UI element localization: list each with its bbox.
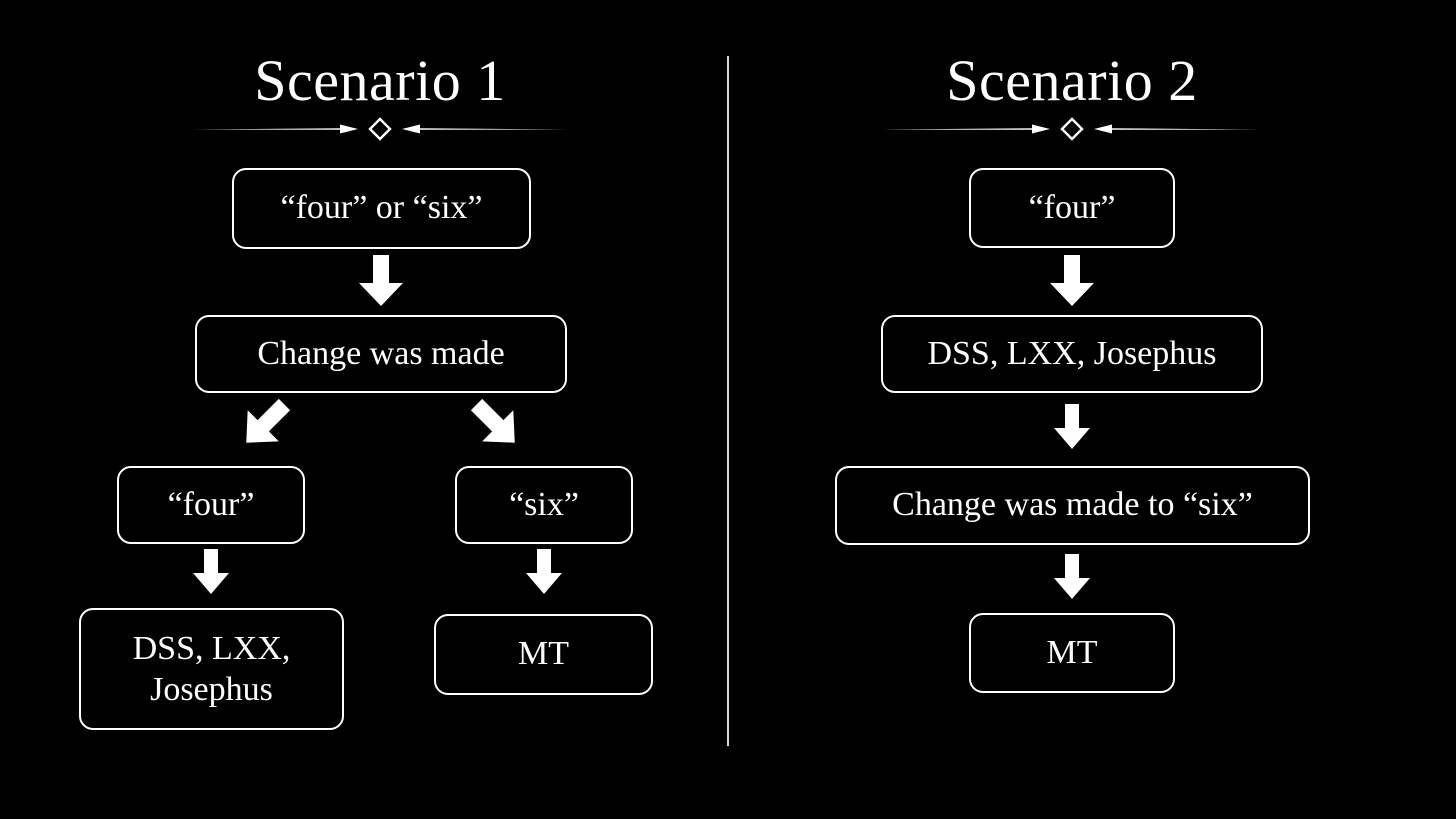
arrow-down-left-icon-s1-a2 bbox=[219, 396, 299, 464]
arrow-down-icon-s2-a2 bbox=[1052, 404, 1092, 450]
arrow-down-icon-s1-a1 bbox=[357, 255, 405, 307]
node-s1-mt[interactable]: MT bbox=[434, 614, 653, 695]
node-s1-change[interactable]: Change was made bbox=[195, 315, 567, 393]
arrow-down-icon-s2-a1 bbox=[1048, 255, 1096, 307]
node-s1-witnesses-line1: DSS, LXX, bbox=[132, 629, 291, 667]
node-s2-mt[interactable]: MT bbox=[969, 613, 1175, 693]
node-s1-witnesses-line2: Josephus bbox=[150, 671, 273, 708]
arrow-down-icon-s2-a3 bbox=[1052, 554, 1092, 600]
node-s2-source[interactable]: “four” bbox=[969, 168, 1175, 248]
page-title-scenario-2: Scenario 2 bbox=[946, 48, 1198, 113]
column-separator bbox=[727, 56, 729, 746]
arrow-down-icon-s1-a5 bbox=[524, 549, 564, 595]
node-s1-source[interactable]: “four” or “six” bbox=[232, 168, 531, 249]
node-s1-witnesses[interactable]: DSS, LXX, Josephus bbox=[79, 608, 344, 730]
node-s1-four[interactable]: “four” bbox=[117, 466, 305, 544]
node-s2-witnesses[interactable]: DSS, LXX, Josephus bbox=[881, 315, 1263, 393]
node-s1-six[interactable]: “six” bbox=[455, 466, 633, 544]
diamond-ornament-divider-icon-2 bbox=[882, 117, 1262, 141]
page-title-scenario-1: Scenario 1 bbox=[254, 48, 506, 113]
arrow-down-icon-s1-a4 bbox=[191, 549, 231, 595]
arrow-down-right-icon-s1-a3 bbox=[462, 396, 542, 464]
diamond-ornament-divider-icon bbox=[190, 117, 570, 141]
node-s2-change[interactable]: Change was made to “six” bbox=[835, 466, 1310, 545]
